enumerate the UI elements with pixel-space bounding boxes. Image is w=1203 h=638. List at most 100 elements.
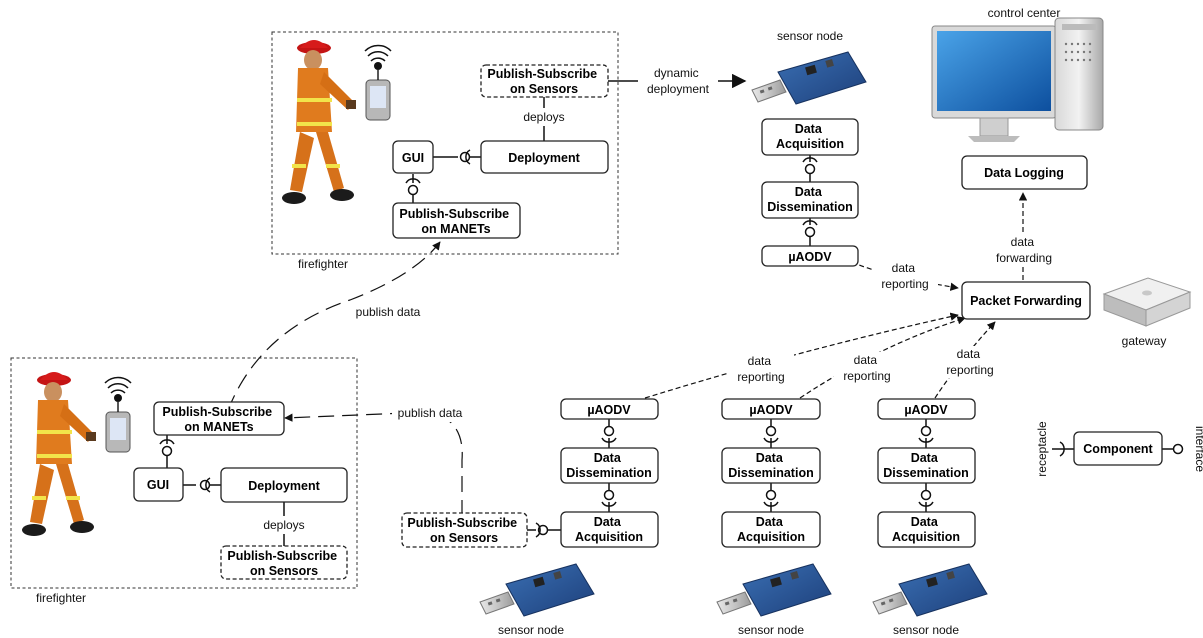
ps-manets-top-box <box>392 202 521 239</box>
receptacle-gui-bottom <box>159 439 175 445</box>
acq-b3-box <box>877 511 976 548</box>
control-center-image <box>931 17 1104 142</box>
diss-b2-label: Data Dissemination <box>728 451 813 480</box>
diss-b3-box <box>877 447 976 484</box>
legend-component-box <box>1073 431 1163 466</box>
gui-bottom-label: GUI <box>147 478 169 492</box>
ps-sensors-mid-box <box>401 512 528 548</box>
ps-sensors-top-box <box>480 64 609 98</box>
interface-psmanets-bottom <box>161 445 173 457</box>
gui-top-box <box>392 140 434 174</box>
receptacle-acq-top <box>802 157 818 163</box>
diss-top-box <box>761 181 859 219</box>
sensor-node-image-b2 <box>716 563 832 617</box>
acq-b1-box <box>560 511 659 548</box>
interface-acq-b1 <box>537 524 549 536</box>
receptacle-diss-top <box>802 220 818 226</box>
diss-b2-box <box>721 447 821 484</box>
connectors-stack-b3 <box>918 419 934 512</box>
receptacle-deployment-bottom <box>205 477 211 493</box>
sensor-node-b1-label: sensor node <box>498 623 564 637</box>
data-forwarding-label: data forwarding <box>996 235 1052 265</box>
receptacle-deployment-top <box>465 149 471 165</box>
deployment-bottom-box <box>220 467 348 503</box>
acq-top-box <box>761 118 859 156</box>
firefighter-bottom-label: firefighter <box>36 591 86 605</box>
sensor-node-image-b3 <box>872 563 988 617</box>
firefighter-group-top <box>271 31 619 255</box>
publish-data-label-1: publish data <box>356 305 421 319</box>
aodv-b3-label: µAODV <box>904 403 948 417</box>
data-logging-box <box>961 155 1088 190</box>
ps-sensors-top-label: Publish-Subscribe on Sensors <box>487 67 600 96</box>
packet-forwarding-box <box>961 281 1091 320</box>
connectors-stack-b1 <box>601 419 617 512</box>
aodv-b1-label: µAODV <box>587 403 631 417</box>
firefighter-group-bottom <box>10 357 358 589</box>
interface-gui-top <box>459 151 471 163</box>
diss-b3-label: Data Dissemination <box>883 451 968 480</box>
packet-forwarding-label: Packet Forwarding <box>970 294 1082 308</box>
interface-psmanets-top <box>407 184 419 196</box>
data-reporting-arrow-b3 <box>934 321 996 399</box>
data-reporting-label-top: data reporting <box>881 261 928 291</box>
data-reporting-arrow-b2 <box>799 316 966 399</box>
data-reporting-label-b1: data reporting <box>737 354 784 384</box>
sensor-node-b3-label: sensor node <box>893 623 959 637</box>
dynamic-deployment-label: dynamic deployment <box>647 66 710 96</box>
acq-b1-label: Data Acquisition <box>575 515 643 544</box>
deployment-top-box <box>480 140 609 174</box>
ps-manets-bottom-label: Publish-Subscribe on MANETs <box>162 405 275 434</box>
data-reporting-label-b3: data reporting <box>946 347 993 377</box>
interface-aodv-top <box>804 226 816 238</box>
control-center-label: control center <box>988 6 1061 20</box>
legend-interface-symbol <box>1172 443 1184 455</box>
aodv-top-box <box>761 245 859 267</box>
firefighter-image-bottom <box>21 371 132 537</box>
deploys-bottom-label: deploys <box>263 518 304 532</box>
sensor-node-b2-label: sensor node <box>738 623 804 637</box>
ps-sensors-bottom-box <box>220 545 348 580</box>
aodv-b1-box <box>560 398 659 420</box>
publish-data-arrow-left <box>284 411 463 516</box>
ps-sensors-bottom-label: Publish-Subscribe on Sensors <box>227 549 340 578</box>
data-reporting-arrow-b1 <box>644 312 959 399</box>
receptacle-ps-sensors-mid <box>535 522 541 538</box>
publish-data-label-2: publish data <box>398 406 463 420</box>
gui-top-label: GUI <box>402 151 424 165</box>
acq-b2-label: Data Acquisition <box>737 515 805 544</box>
interface-label: interface <box>1193 426 1203 472</box>
aodv-b3-box <box>877 398 976 420</box>
aodv-top-label: µAODV <box>788 250 832 264</box>
deployment-bottom-label: Deployment <box>248 479 320 493</box>
acq-b3-label: Data Acquisition <box>892 515 960 544</box>
gateway-image <box>1102 277 1192 327</box>
ps-manets-top-label: Publish-Subscribe on MANETs <box>399 207 512 236</box>
interface-gui-bottom <box>199 479 211 491</box>
data-logging-label: Data Logging <box>984 166 1064 180</box>
data-reporting-label-b2: data reporting <box>843 353 890 383</box>
connectors-stack-b2 <box>763 419 779 512</box>
receptacle-gui-top <box>405 178 421 184</box>
ps-sensors-mid-label: Publish-Subscribe on Sensors <box>407 516 520 545</box>
sensor-node-image-b1 <box>479 563 595 617</box>
legend-component-label: Component <box>1083 442 1153 456</box>
firefighter-top-label: firefighter <box>298 257 348 271</box>
firefighter-image-top <box>281 39 392 205</box>
interface-diss-top <box>804 163 816 175</box>
gui-bottom-box <box>133 467 184 502</box>
gateway-label: gateway <box>1122 334 1167 348</box>
diss-top-label: Data Dissemination <box>767 185 852 214</box>
diss-b1-box <box>560 447 659 484</box>
sensor-node-image-top <box>751 51 867 105</box>
publish-data-arrow-up <box>227 241 441 411</box>
aodv-b2-box <box>721 398 821 420</box>
acq-top-label: Data Acquisition <box>776 122 844 151</box>
sensor-node-top-label: sensor node <box>777 29 843 43</box>
deploys-top-label: deploys <box>523 110 564 124</box>
receptacle-label: receptacle <box>1035 421 1049 477</box>
deployment-top-label: Deployment <box>508 151 580 165</box>
ps-manets-bottom-box <box>153 401 285 436</box>
diss-b1-label: Data Dissemination <box>566 451 651 480</box>
